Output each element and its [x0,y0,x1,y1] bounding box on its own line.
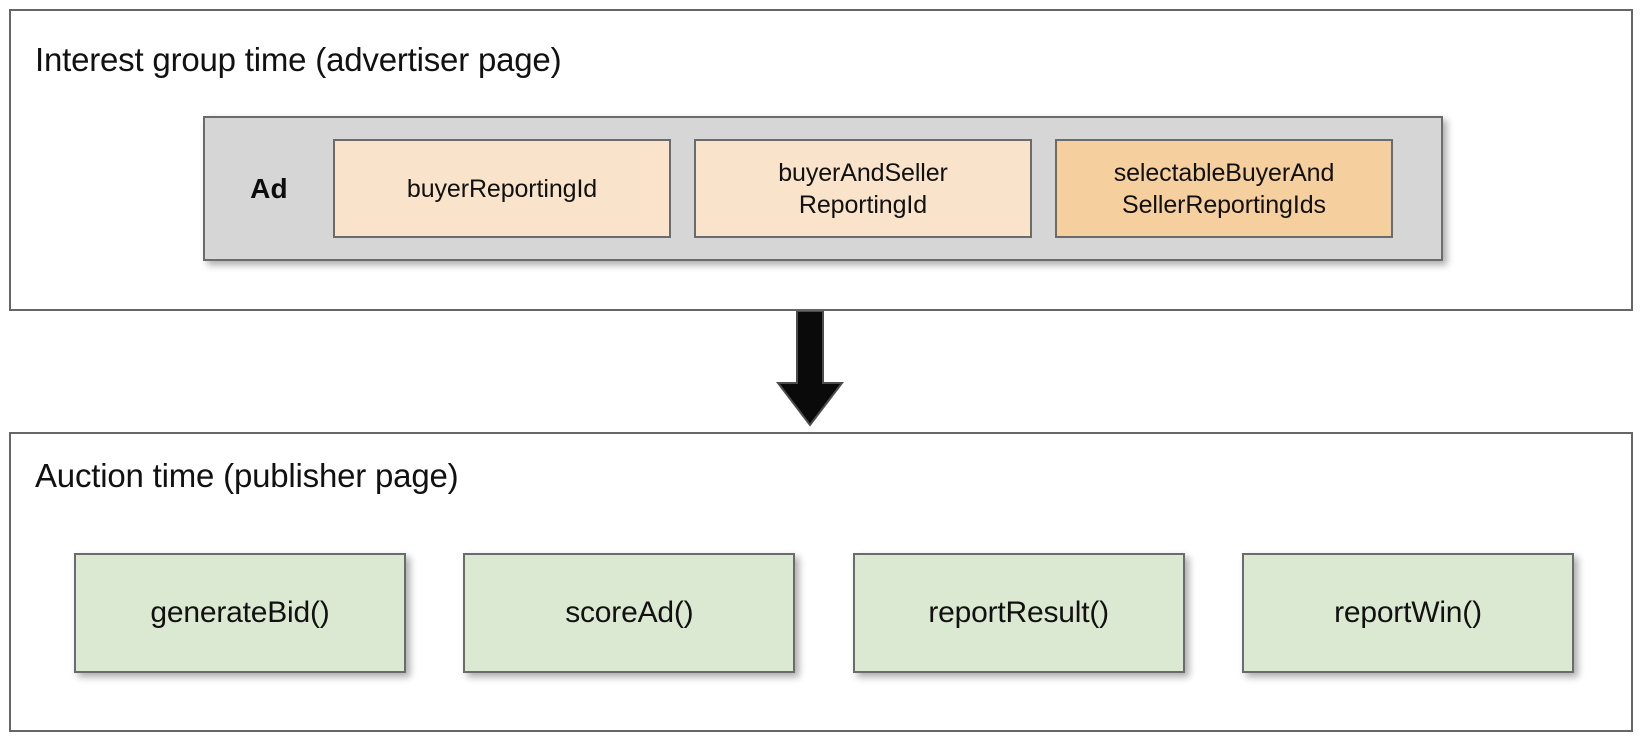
function-box-report-win[interactable]: reportWin() [1241,552,1574,673]
advertiser-section-title: Interest group time (advertiser page) [35,41,562,78]
arrow-down-glyph [775,310,845,427]
ad-object-label: Ad [250,172,288,204]
arrow-down-icon [772,310,848,429]
publisher-section-panel: Auction time (publisher page) generateBi… [9,432,1633,732]
field-box-buyer-reporting-id[interactable]: buyerReportingId [333,139,671,238]
function-box-score-ad[interactable]: scoreAd() [463,552,796,673]
function-box-report-result[interactable]: reportResult() [852,552,1185,673]
auction-function-row: generateBid() scoreAd() reportResult() r… [74,552,1574,673]
publisher-section-title: Auction time (publisher page) [35,457,459,494]
function-box-generate-bid[interactable]: generateBid() [74,552,406,673]
advertiser-section-panel: Interest group time (advertiser page) Ad… [9,9,1633,311]
